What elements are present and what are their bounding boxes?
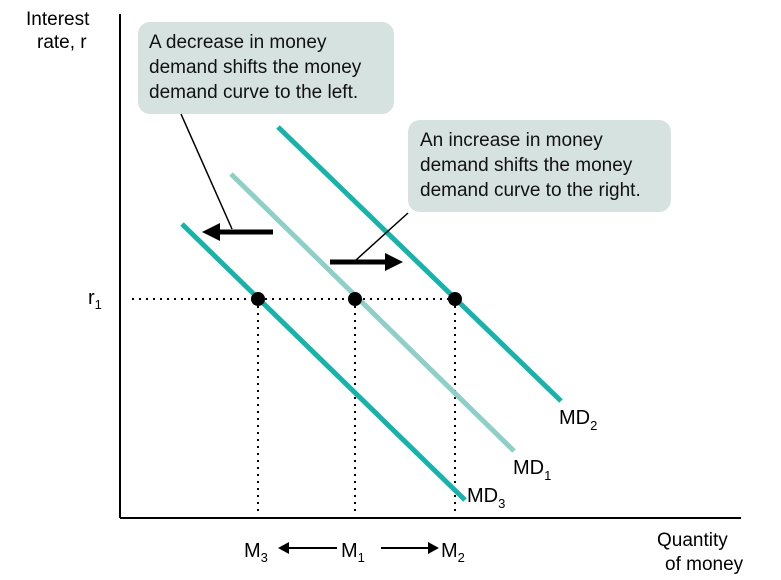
decrease-callout-line3: demand curve to the left.	[149, 82, 358, 103]
md1-curve	[229, 172, 516, 453]
m3-label: M3	[244, 540, 268, 565]
m1-equilibrium-point	[348, 292, 362, 306]
m3-label-main: M	[244, 540, 261, 562]
decrease-callout-line1: A decrease in money	[149, 32, 327, 53]
md2-label: MD2	[559, 407, 597, 433]
y-axis-label-line2: rate, r	[37, 32, 87, 53]
m1-label-main: M	[341, 540, 358, 562]
md3-curve	[180, 222, 467, 502]
x-axis-label-line1: Quantity	[657, 530, 728, 551]
m1-to-m3-arrow-icon	[278, 542, 289, 554]
md3-label-sub: 3	[498, 496, 505, 511]
md3-label-main: MD	[467, 485, 498, 507]
m1-to-m2-arrow-icon	[428, 542, 439, 554]
md2-label-sub: 2	[590, 418, 597, 433]
decrease-callout-line2: demand shifts the money	[149, 57, 362, 78]
md2-curve	[276, 125, 563, 403]
m2-equilibrium-point	[448, 292, 462, 306]
x-axis-label-line2: of money	[665, 554, 744, 575]
m2-label-sub: 2	[458, 550, 465, 565]
m3-equilibrium-point	[251, 292, 265, 306]
md1-label-sub: 1	[544, 468, 551, 483]
increase-callout-leader	[355, 212, 409, 261]
r1-tick-label: r1	[88, 287, 102, 312]
m3-label-sub: 3	[261, 550, 268, 565]
decrease-callout-box	[138, 22, 394, 114]
md1-label-main: MD	[513, 457, 544, 479]
decrease-callout-leader	[180, 113, 233, 230]
m1-label-sub: 1	[358, 550, 365, 565]
increase-callout-line3: demand curve to the right.	[420, 180, 641, 201]
r1-sub: 1	[95, 297, 102, 312]
r1-main: r	[88, 287, 95, 309]
increase-callout-line1: An increase in money	[420, 130, 603, 151]
md3-label: MD3	[467, 485, 505, 511]
left-shift-arrow-icon	[202, 223, 220, 241]
increase-callout-line2: demand shifts the money	[420, 155, 633, 176]
m2-label: M2	[441, 540, 465, 565]
md1-label: MD1	[513, 457, 551, 483]
increase-callout-box	[408, 120, 671, 212]
y-axis-label-line1: Interest	[26, 9, 90, 30]
m1-label: M1	[341, 540, 365, 565]
right-shift-arrow-icon	[385, 253, 403, 271]
md2-label-main: MD	[559, 407, 590, 429]
m2-label-main: M	[441, 540, 458, 562]
